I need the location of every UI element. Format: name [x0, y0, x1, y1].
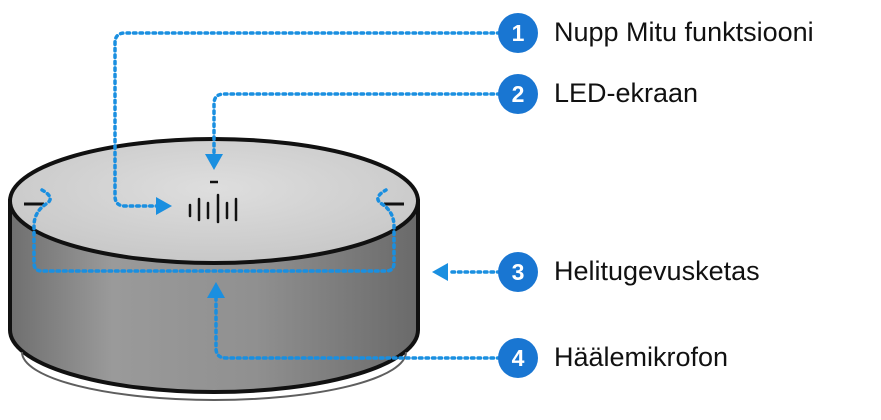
callout-line-1	[113, 31, 502, 208]
callout-label-led-display: LED-ekraan	[554, 78, 699, 108]
callout-label-multifunction-button: Nupp Mitu funktsiooni	[554, 17, 814, 47]
callout-label-volume-ring: Helitugevusketas	[554, 256, 760, 286]
led-bars	[188, 193, 238, 224]
mic-bracket	[32, 188, 396, 273]
arrow-head-3	[432, 263, 448, 281]
callout-line-4	[214, 296, 502, 360]
svg-text:2: 2	[512, 81, 525, 107]
badge-2: 2	[498, 74, 538, 114]
svg-text:1: 1	[512, 20, 525, 46]
badge-1: 1	[498, 13, 538, 53]
callout-label-voice-microphone: Häälemikrofon	[554, 342, 729, 372]
svg-text:3: 3	[512, 259, 525, 285]
badge-4: 4	[498, 338, 538, 378]
arrow-head-1	[156, 197, 172, 215]
callout-line-2	[212, 92, 502, 157]
arrow-head-2	[205, 154, 223, 170]
arrow-head-4	[207, 282, 225, 298]
badge-3: 3	[498, 252, 538, 292]
speaker-base-band	[21, 351, 407, 401]
svg-text:4: 4	[512, 345, 525, 371]
